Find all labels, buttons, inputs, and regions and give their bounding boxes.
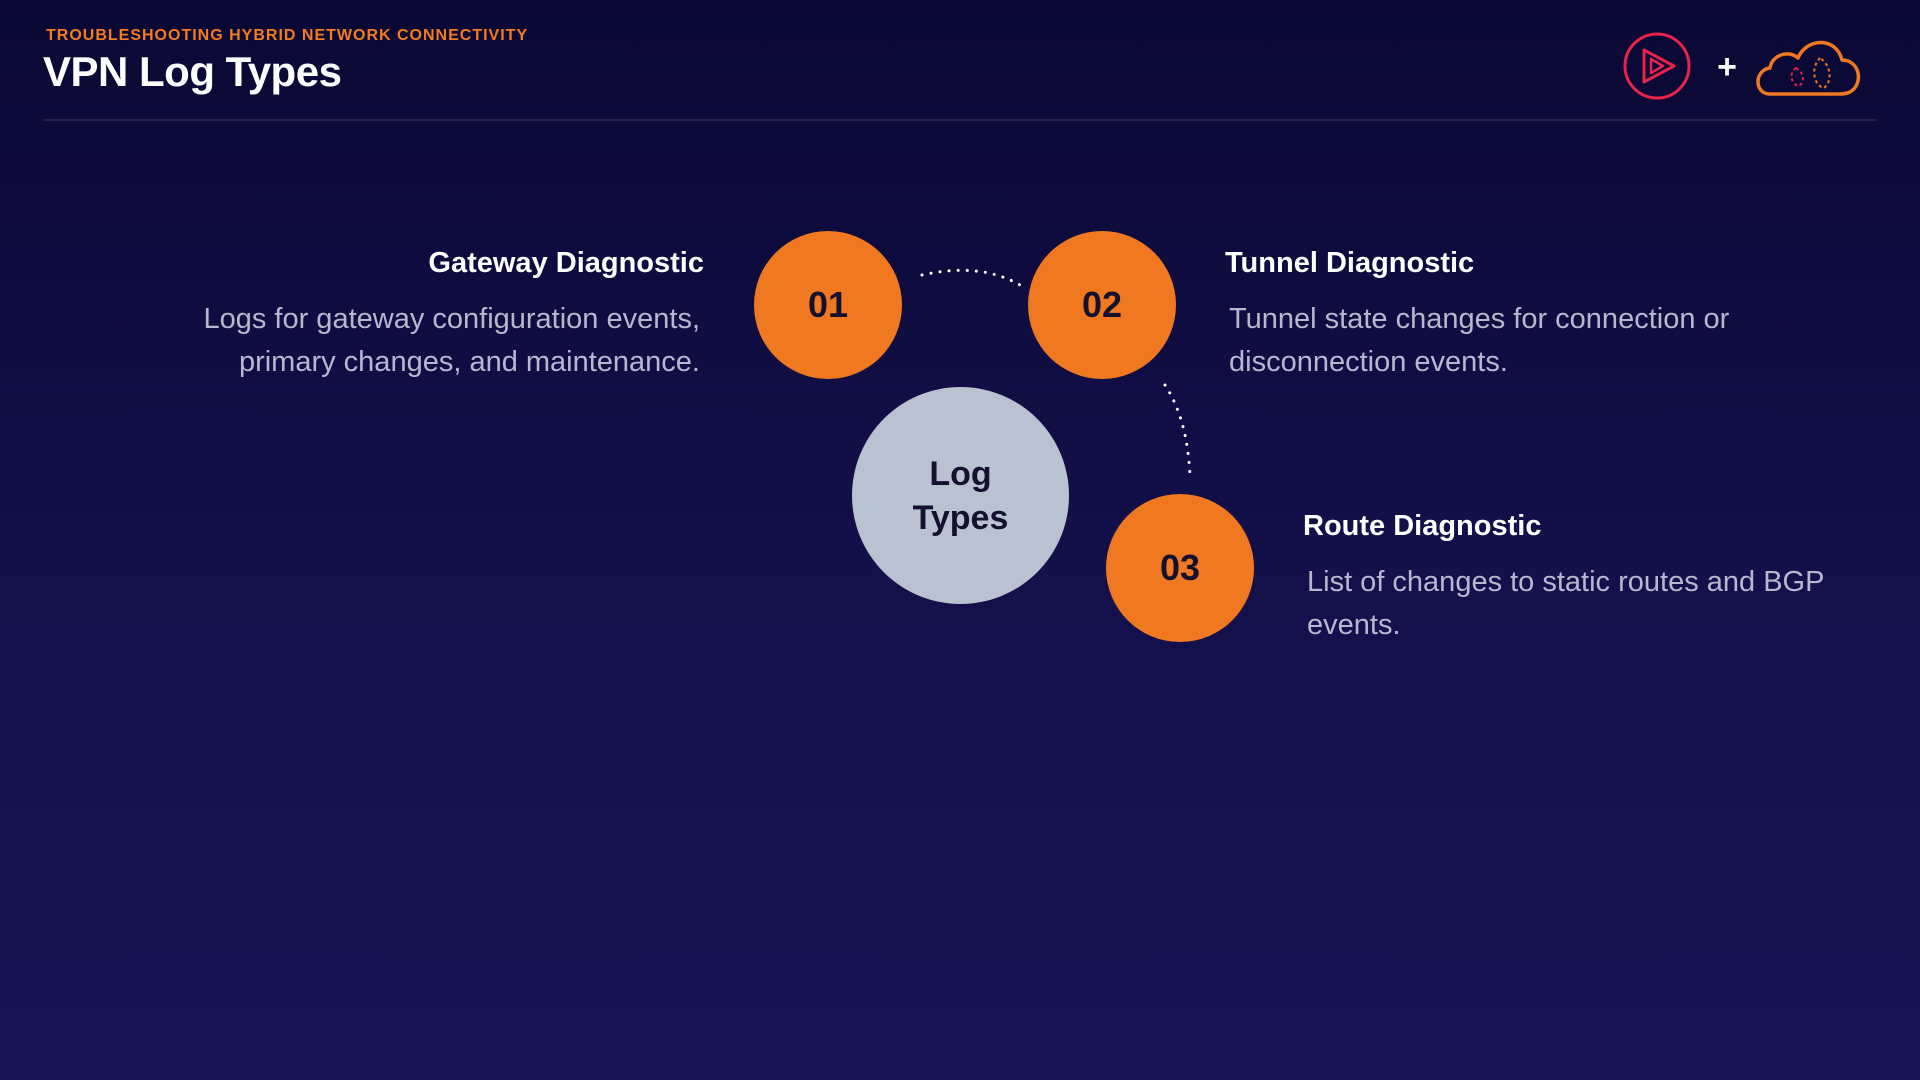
page-title: VPN Log Types — [43, 48, 342, 95]
center-label-line1: Log — [929, 454, 992, 493]
tunnel-desc-line1: Tunnel state changes for connection or — [1229, 303, 1730, 335]
tunnel-diagnostic-description: Tunnel state changes for connection or d… — [1229, 298, 1729, 384]
play-logo-icon — [1623, 32, 1691, 100]
gateway-desc-line2: primary changes, and maintenance. — [238, 346, 700, 378]
tunnel-diagnostic-title: Tunnel Diagnostic — [1225, 247, 1475, 279]
header-divider — [43, 119, 1877, 121]
brand-logo: + — [1623, 32, 1861, 100]
route-diagnostic-title: Route Diagnostic — [1303, 510, 1542, 542]
plus-icon: + — [1717, 48, 1737, 86]
center-label-line2: Types — [912, 498, 1009, 537]
center-log-types: Log Types — [852, 387, 1069, 604]
step-number-02: 02 — [1028, 231, 1176, 379]
cloud-logo-icon — [1756, 40, 1861, 96]
course-eyebrow: TROUBLESHOOTING HYBRID NETWORK CONNECTIV… — [46, 27, 529, 44]
gateway-desc-line1: Logs for gateway configuration events, — [203, 303, 700, 335]
route-desc-line2: events. — [1307, 609, 1401, 641]
connector-01-02 — [920, 268, 1022, 287]
step-number-01: 01 — [754, 231, 902, 379]
gateway-diagnostic-title: Gateway Diagnostic — [428, 247, 704, 279]
route-diagnostic-description: List of changes to static routes and BGP… — [1307, 561, 1824, 647]
route-desc-line1: List of changes to static routes and BGP — [1307, 566, 1825, 598]
gateway-diagnostic-description: Logs for gateway configuration events, p… — [203, 298, 700, 384]
tunnel-desc-line2: disconnection events. — [1229, 346, 1508, 378]
connector-02-03 — [1163, 383, 1192, 480]
step-number-03: 03 — [1106, 494, 1254, 642]
